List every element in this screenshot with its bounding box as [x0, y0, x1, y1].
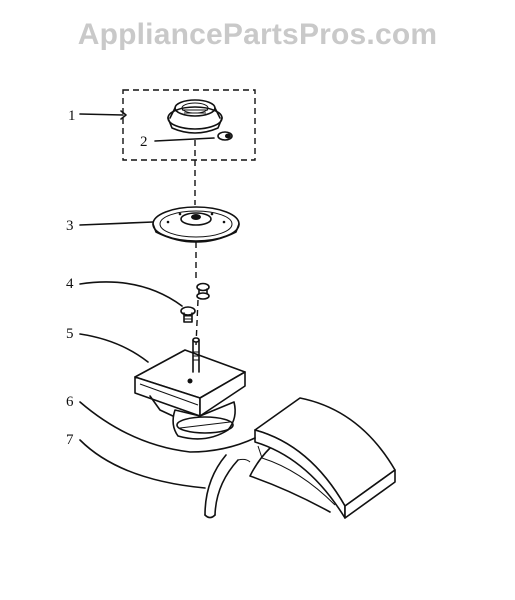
- motor-shaft: [192, 337, 200, 373]
- part-6-blower-housing: [249, 397, 396, 519]
- part-1-small-pulley: [167, 99, 223, 134]
- callout-5: 5: [66, 326, 74, 342]
- callout-2: 2: [140, 134, 148, 150]
- leader-1: [79, 113, 124, 116]
- motor-housing-cylinder: [172, 401, 236, 440]
- callout-1: 1: [68, 108, 76, 124]
- leader-5: [79, 333, 149, 363]
- callout-leader-lines: [79, 110, 256, 489]
- callout-6: 6: [66, 394, 74, 410]
- leader-7: [79, 439, 206, 489]
- leader-3: [79, 221, 154, 226]
- part-3-large-pulley: [152, 206, 240, 243]
- callout-4: 4: [66, 276, 74, 292]
- screw-lower: [180, 306, 196, 323]
- leader-4: [79, 281, 183, 307]
- assembly-axis-line: [194, 140, 199, 346]
- part-5-motor: [134, 337, 246, 440]
- watermark-text: AppliancePartsPros.com: [77, 18, 438, 51]
- leader-2: [154, 137, 215, 142]
- part-1-assembly-group: [122, 89, 256, 161]
- part-4-screws: [180, 282, 210, 323]
- part-1-dashed-outline: [122, 89, 256, 161]
- callout-7: 7: [66, 432, 74, 448]
- part-2-set-screw: [217, 131, 233, 141]
- part-7-hose: [204, 454, 251, 519]
- leader-6: [79, 401, 256, 453]
- callout-labels: 1 2 3 4 5 6 7: [66, 108, 148, 448]
- callout-3: 3: [66, 218, 74, 234]
- screw-upper: [196, 282, 210, 300]
